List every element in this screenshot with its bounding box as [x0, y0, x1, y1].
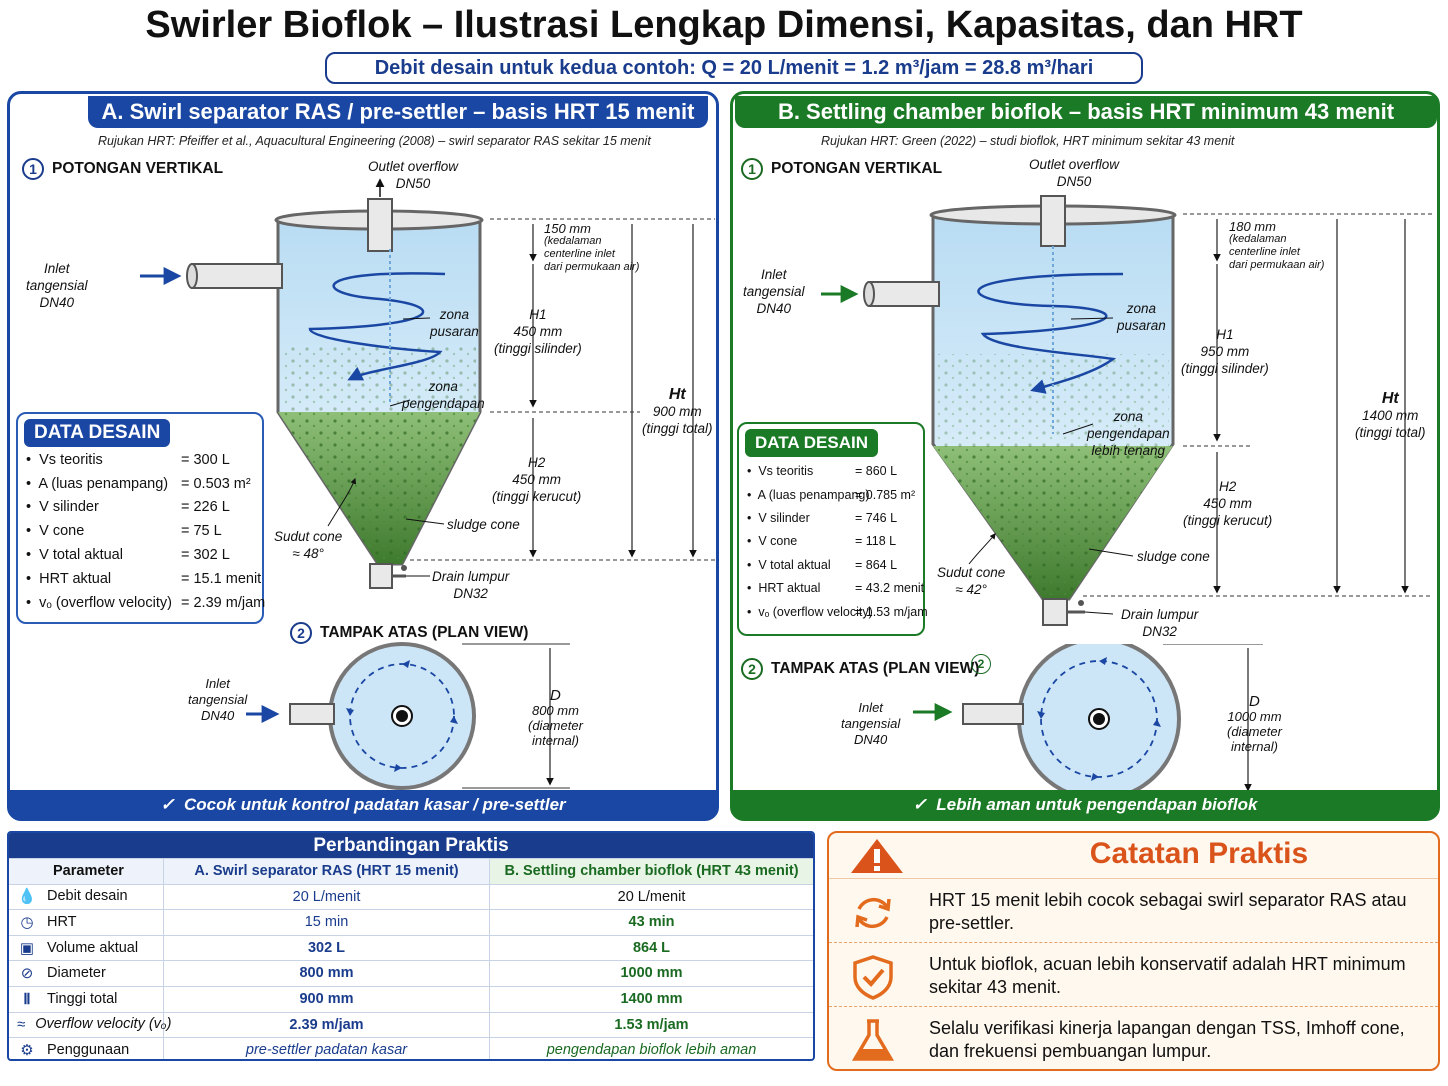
- panel-a-design-data: DATA DESAIN • Vs teoritis= 300 L • A (lu…: [16, 412, 265, 624]
- panel-b-data-row: • HRT aktual= 43.2 menit: [747, 581, 925, 595]
- panel-a-footer: ✓ Cocok untuk kontrol padatan kasar / pr…: [8, 790, 718, 820]
- panel-b-data-row: • V silinder= 746 L: [747, 511, 898, 525]
- panel-b-design-data: DATA DESAIN • Vs teoritis= 860 L • A (lu…: [737, 422, 928, 636]
- wave-icon: ≈: [17, 1016, 26, 1034]
- panel-a: A. Swirl separator RAS / pre-settler – b…: [7, 91, 719, 821]
- diameter-icon: ⊘: [20, 965, 34, 983]
- panel-a-data-row: • V cone= 75 L: [26, 523, 222, 539]
- panel-a-plan-view: [246, 642, 570, 790]
- notes-title: Catatan Praktis: [1089, 837, 1309, 870]
- table-row: 💧Debit desain 20 L/menit 20 L/menit: [9, 883, 813, 910]
- height-icon: Ⅱ: [23, 990, 31, 1008]
- note-item: HRT 15 menit lebih cocok sebagai swirl s…: [829, 881, 1438, 943]
- comparison-table: Perbandingan Praktis Parameter A. Swirl …: [7, 831, 815, 1061]
- panel-b: B. Settling chamber bioflok – basis HRT …: [730, 91, 1440, 821]
- panel-b-cone-angle: Sudut cone≈ 42°: [937, 565, 1006, 597]
- panel-b-footer: ✓ Lebih aman untuk pengendapan bioflok: [731, 790, 1439, 820]
- flask-icon: [851, 1019, 895, 1061]
- panel-b-section-plan-extra: 2: [971, 654, 991, 674]
- shield-check-icon: [853, 955, 893, 1000]
- comparison-title: Perbandingan Praktis: [9, 833, 813, 858]
- panel-b-reference: Rujukan HRT: Green (2022) – studi bioflo…: [821, 134, 1235, 148]
- panel-a-data-row: • vₒ (overflow velocity)= 2.39 m/jam: [26, 595, 266, 611]
- panel-a-vertical-section: [140, 178, 715, 589]
- panel-a-header: A. Swirl separator RAS / pre-settler – b…: [88, 96, 708, 128]
- page-title: Swirler Bioflok – Ilustrasi Lengkap Dime…: [145, 4, 1303, 46]
- check-circle-icon: ✓: [912, 795, 927, 814]
- panel-b-data-row: • vₒ (overflow velocity)= 1.53 m/jam: [747, 605, 928, 619]
- design-flow-banner: Debit desain untuk kedua contoh: Q = 20 …: [325, 52, 1143, 84]
- refresh-icon: [855, 897, 891, 929]
- panel-b-data-row: • V cone= 118 L: [747, 534, 897, 548]
- volume-icon: ▣: [19, 939, 35, 957]
- gear-icon: ⚙: [20, 1041, 34, 1059]
- practical-notes: Catatan Praktis HRT 15 menit lebih cocok…: [827, 831, 1440, 1071]
- clock-icon: ◷: [20, 913, 34, 931]
- panel-b-plan-view: [913, 644, 1263, 794]
- panel-a-sludge-label: sludge cone: [447, 517, 520, 532]
- panel-b-sludge-label: sludge cone: [1137, 549, 1210, 564]
- panel-a-design-data-title: DATA DESAIN: [24, 419, 171, 447]
- table-row: ⊘Diameter 800 mm 1000 mm: [9, 960, 813, 986]
- panel-b-data-row: • V total aktual= 864 L: [747, 558, 898, 572]
- table-header-row: Parameter A. Swirl separator RAS (HRT 15…: [9, 858, 813, 884]
- table-row: ⚙Penggunaan pre-settler padatan kasar pe…: [9, 1037, 813, 1059]
- panel-a-cone-angle: Sudut cone≈ 48°: [274, 529, 343, 561]
- note-item: Untuk bioflok, acuan lebih konservatif a…: [829, 945, 1438, 1007]
- panel-b-data-row: • A (luas penampang)= 0.785 m²: [747, 488, 916, 502]
- panel-a-data-row: • A (luas penampang)= 0.503 m²: [26, 476, 251, 492]
- panel-a-data-row: • V silinder= 226 L: [26, 499, 230, 515]
- check-circle-icon: ✓: [160, 795, 175, 814]
- table-row: ≈Overflow velocity (vₒ) 2.39 m/jam 1.53 …: [9, 1011, 813, 1038]
- table-row: ◷HRT 15 min 43 min: [9, 909, 813, 935]
- panel-a-data-row: • V total aktual= 302 L: [26, 547, 230, 563]
- panel-b-vertical-section: [821, 195, 1433, 626]
- droplet-icon: 💧: [17, 888, 37, 906]
- panel-b-design-data-title: DATA DESAIN: [745, 429, 879, 457]
- note-item: Selalu verifikasi kinerja lapangan denga…: [829, 1009, 1438, 1069]
- panel-a-reference: Rujukan HRT: Pfeiffer et al., Aquacultur…: [98, 134, 651, 148]
- table-row: ▣Volume aktual 302 L 864 L: [9, 934, 813, 961]
- panel-b-data-row: • Vs teoritis= 860 L: [747, 464, 898, 478]
- panel-a-data-row: • Vs teoritis= 300 L: [26, 452, 230, 468]
- panel-b-header: B. Settling chamber bioflok – basis HRT …: [735, 96, 1437, 128]
- warning-icon: [851, 839, 903, 873]
- panel-a-data-row: • HRT aktual= 15.1 menit: [26, 571, 262, 587]
